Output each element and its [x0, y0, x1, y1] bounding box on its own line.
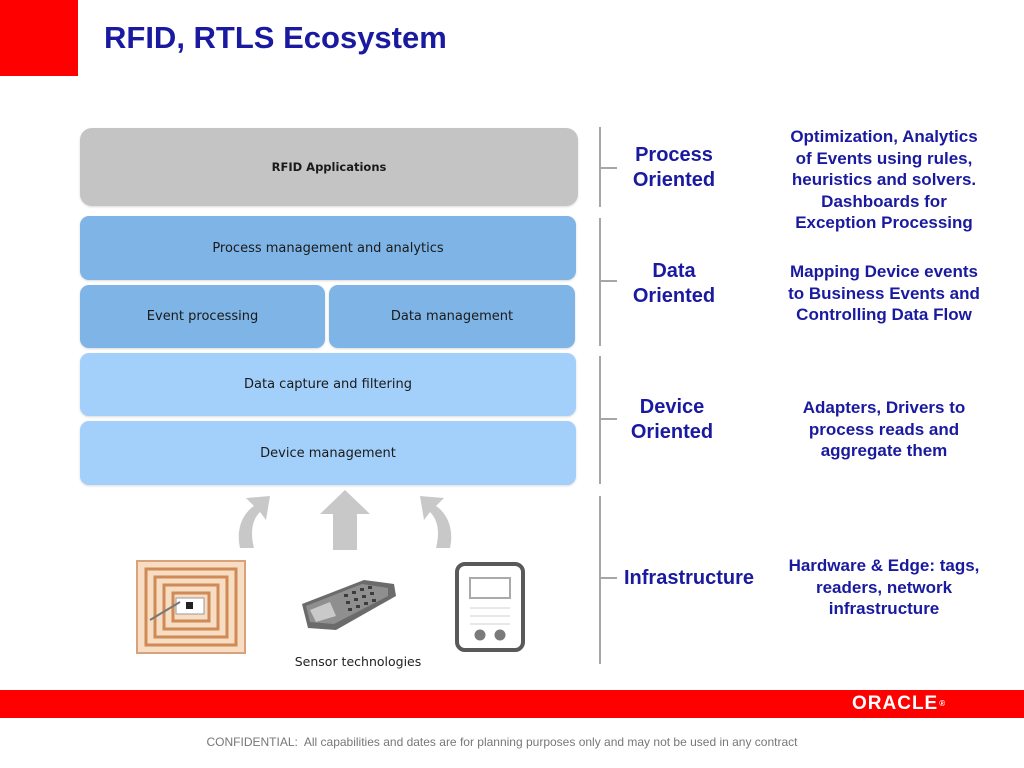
red-corner-accent — [0, 0, 78, 76]
layer-device-management: Device management — [80, 421, 576, 485]
description-line: Optimization, Analytics — [790, 127, 978, 146]
layer-label: Process management and analytics — [212, 240, 444, 256]
mobile-device-icon — [455, 562, 525, 652]
layer-label: Data management — [390, 309, 514, 324]
category-line: Infrastructure — [623, 567, 755, 589]
curved-arrow-left-icon — [238, 496, 270, 548]
description-line: Controlling Data Flow — [796, 305, 972, 324]
description-line: readers, network — [815, 577, 953, 597]
up-arrow-icon — [320, 490, 370, 550]
bracket-process — [599, 127, 619, 207]
category-line: Process — [635, 144, 713, 166]
layer-data-capture: Data capture and filtering — [80, 353, 576, 416]
layer-label: Data capture and filtering — [244, 377, 412, 392]
category-line: Oriented — [632, 169, 716, 191]
sensor-arrows — [238, 490, 452, 550]
slide-title: RFID, RTLS Ecosystem — [104, 20, 447, 55]
description-line: aggregate them — [820, 441, 948, 460]
oracle-logo: ORACLE® — [852, 693, 947, 714]
category-line: Data — [652, 260, 696, 282]
confidential-note: CONFIDENTIAL: All capabilities and dates… — [206, 735, 798, 749]
category-infrastructure: Infrastructure — [612, 566, 766, 591]
bracket-infrastructure — [599, 496, 619, 664]
description-data: Mapping Device events to Business Events… — [752, 261, 1016, 326]
layer-label: Event processing — [146, 309, 259, 324]
category-process-oriented: Process Oriented — [614, 143, 734, 193]
description-line: of Events using rules, — [795, 148, 973, 168]
handheld-reader-icon — [302, 580, 396, 630]
footer-red-band — [0, 690, 1024, 718]
category-line: Oriented — [630, 421, 714, 443]
layer-label: RFID Applications — [271, 160, 387, 174]
curved-arrow-right-icon — [420, 496, 452, 548]
layer-event-processing: Event processing — [80, 285, 325, 348]
description-line: Adapters, Drivers to — [802, 398, 966, 417]
description-line: infrastructure — [828, 599, 940, 618]
layer-rfid-applications: RFID Applications — [80, 128, 578, 206]
description-line: to Business Events and — [788, 283, 980, 303]
layer-process-analytics: Process management and analytics — [80, 216, 576, 280]
description-line: process reads and — [808, 419, 960, 439]
description-line: Hardware & Edge: tags, — [788, 556, 980, 575]
layer-data-management: Data management — [329, 285, 575, 348]
description-line: Exception Processing — [795, 213, 973, 232]
description-infrastructure: Hardware & Edge: tags, readers, network … — [752, 555, 1016, 620]
description-line: heuristics and solvers. — [791, 170, 977, 189]
description-process: Optimization, Analytics of Events using … — [752, 126, 1016, 234]
layer-label: Device management — [260, 445, 396, 461]
rfid-tag-icon — [136, 560, 246, 654]
bracket-data — [599, 218, 619, 346]
sensor-caption: Sensor technologies — [294, 654, 422, 669]
description-line: Dashboards for — [821, 191, 947, 211]
bracket-device — [599, 356, 619, 484]
category-data-oriented: Data Oriented — [614, 259, 734, 309]
category-line: Device — [639, 396, 705, 418]
category-line: Oriented — [632, 285, 716, 307]
description-line: Mapping Device events — [789, 262, 978, 281]
description-device: Adapters, Drivers to process reads and a… — [752, 397, 1016, 462]
category-device-oriented: Device Oriented — [612, 395, 732, 445]
